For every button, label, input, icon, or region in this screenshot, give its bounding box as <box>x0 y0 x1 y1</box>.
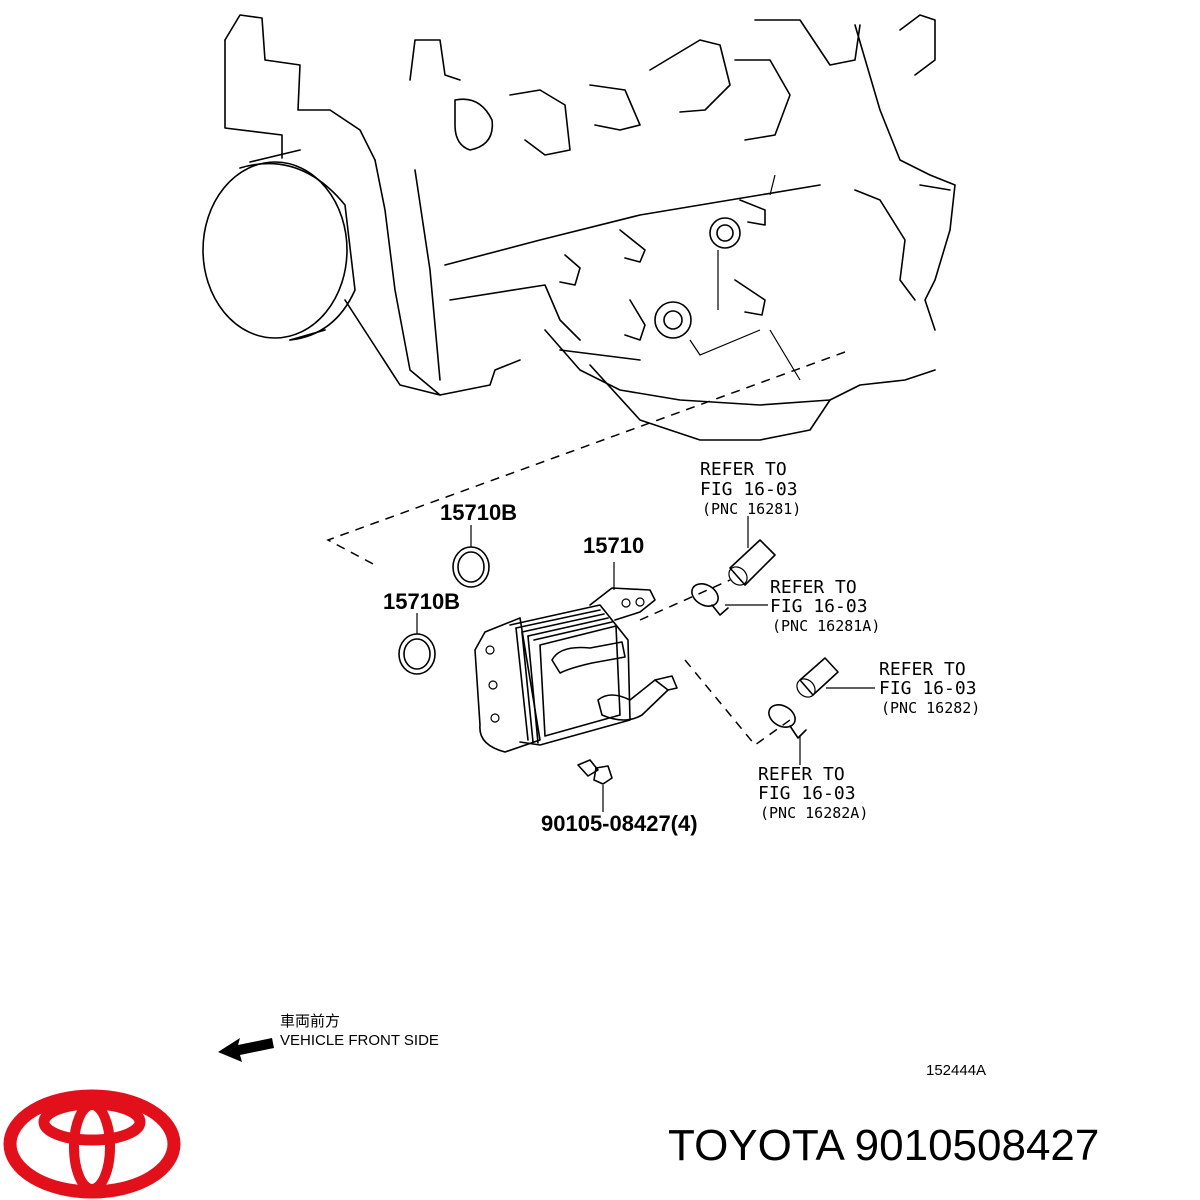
diagram-code: 152444A <box>926 1062 986 1079</box>
arrow-left-icon <box>218 1038 274 1062</box>
part-number: 9010508427 <box>855 1121 1100 1170</box>
ref-line1: REFER TO <box>770 577 857 598</box>
assembly-guide-lines <box>326 351 846 747</box>
ref-line3: (PNC 16282) <box>881 699 980 717</box>
callout-bolt: 90105-08427(4) <box>541 811 698 836</box>
callout-oil-cooler: 15710 <box>583 533 644 558</box>
clamp-16282A <box>768 704 807 765</box>
o-ring-upper <box>452 525 490 588</box>
reference-note-16282: REFER TO FIG 16-03 (PNC 16282) <box>879 659 980 717</box>
brand-part-title: TOYOTA 9010508427 <box>668 1121 1099 1170</box>
o-ring-lower <box>398 613 436 675</box>
direction-japanese: 車両前方 <box>280 1013 340 1030</box>
oil-cooler-illustration <box>474 562 678 753</box>
reference-note-16281A: REFER TO FIG 16-03 (PNC 16281A) <box>770 577 880 635</box>
direction-english: VEHICLE FRONT SIDE <box>280 1032 439 1049</box>
bolt-illustration <box>577 759 613 812</box>
callout-oring-lower: 15710B <box>383 589 460 614</box>
engine-block-illustration <box>202 14 956 441</box>
ref-line1: REFER TO <box>758 764 845 785</box>
reference-note-16282A: REFER TO FIG 16-03 (PNC 16282A) <box>758 764 868 822</box>
ref-line3: (PNC 16281A) <box>772 617 880 635</box>
toyota-logo <box>3 1089 181 1199</box>
ref-line1: REFER TO <box>700 459 787 480</box>
ref-line2: FIG 16-03 <box>700 479 798 500</box>
clamp-16281A <box>691 583 768 616</box>
hose-16282 <box>796 657 875 698</box>
ref-line1: REFER TO <box>879 659 966 680</box>
reference-note-16281: REFER TO FIG 16-03 (PNC 16281) <box>700 459 801 518</box>
ref-line3: (PNC 16282A) <box>760 804 868 822</box>
hose-16281 <box>728 516 776 586</box>
ref-line2: FIG 16-03 <box>879 678 977 699</box>
brand-name: TOYOTA <box>668 1121 845 1170</box>
callout-oring-upper: 15710B <box>440 500 517 525</box>
ref-line2: FIG 16-03 <box>770 596 868 617</box>
ref-line3: (PNC 16281) <box>702 500 801 518</box>
ref-line2: FIG 16-03 <box>758 783 856 804</box>
vehicle-front-indicator: 車両前方 VEHICLE FRONT SIDE <box>218 1013 439 1062</box>
